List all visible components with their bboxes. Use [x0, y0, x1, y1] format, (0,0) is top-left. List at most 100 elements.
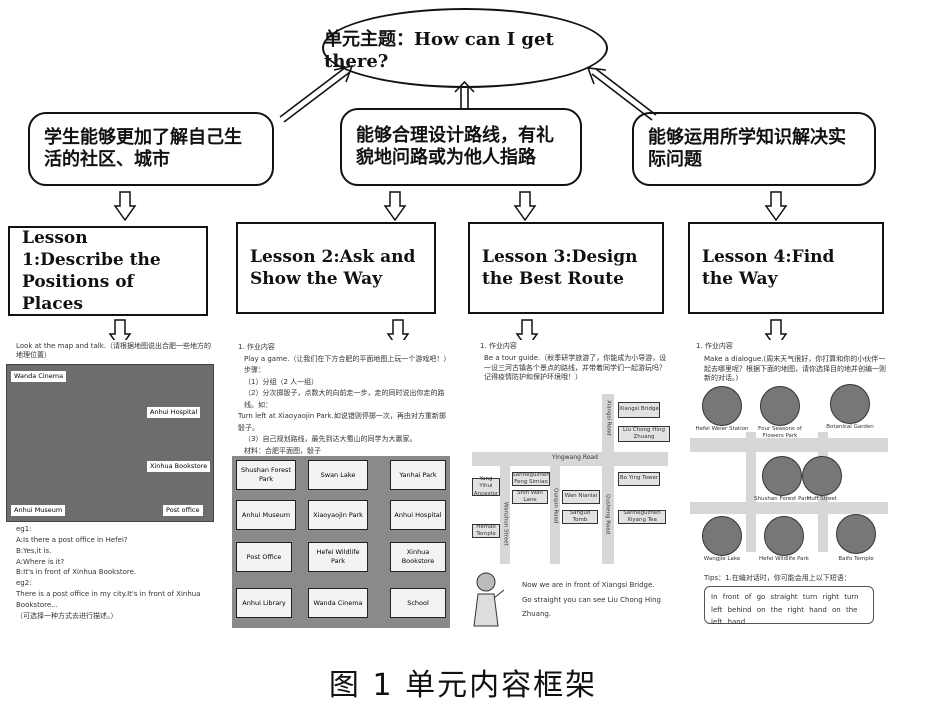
place-label: Wangjie Lake: [703, 556, 741, 562]
down-arrow-1: [113, 191, 137, 222]
board-cell: Post Office: [236, 542, 292, 572]
goal-text-1: 学生能够更加了解自己生活的社区、城市: [44, 126, 242, 171]
tip-phrase: behind: [727, 605, 752, 614]
connector-arrows: [108, 64, 788, 340]
road-name-wanshun: Wanshun Street: [502, 502, 509, 546]
panel4-instruction: Make a dialogue.(周末天气很好，你打算和你的小伙伴一起去哪里呢？…: [704, 355, 886, 383]
panel2-heading: 1. 作业内容: [238, 343, 275, 351]
game-board: Shushan Forest Park Swan Lake Yanhai Par…: [232, 456, 450, 628]
lesson-title-2: Lesson 2:Ask and Show the Way: [250, 246, 416, 289]
unit-theme-ellipse: 单元主题：How can I get there?: [322, 8, 608, 88]
lesson1-homework-panel: Look at the map and talk.（请根据地图说出合肥一些地方的…: [6, 342, 214, 630]
goal-text-2: 能够合理设计路线，有礼貌地问路或为他人指路: [356, 124, 554, 169]
down-arrow-5: [108, 319, 132, 340]
tip-phrase: on the left hand: [711, 605, 858, 627]
goal-box-1: 学生能够更加了解自己生活的社区、城市: [28, 112, 274, 186]
panel2-instructions: 1. 作业内容 Play a game.（让我们在下方合肥的平面地图上玩一个游戏…: [232, 342, 450, 457]
route-building: Sanheguzhen Xiyang Tea: [618, 510, 666, 524]
route-building: Liu Chong Hing Zhuang: [618, 426, 670, 442]
road-name-qunpin: Qunpin Road: [552, 488, 559, 524]
panel1-intro: Look at the map and talk.（请根据地图说出合肥一些地方的…: [16, 342, 212, 360]
panel1-line: A:Is there a post office in Hefei?: [16, 535, 128, 544]
down-arrow-2: [383, 191, 407, 222]
panel1-line: There is a post office in my city.It's i…: [16, 590, 201, 609]
route-building: Shin Wan Lane: [512, 490, 548, 504]
place-label: Baifo Temple: [838, 556, 874, 562]
panel1-line: A:Where is it?: [16, 557, 65, 566]
unit-theme: 单元主题：How can I get there?: [324, 28, 554, 72]
board-cell: Yanhai Park: [390, 460, 446, 490]
figure-caption: 图 1 单元内容框架: [328, 668, 598, 703]
route-building: Xiangsi Bridge: [618, 402, 660, 418]
board-cell: Hefei Wildlife Park: [308, 542, 368, 572]
board-cell: Wanda Cinema: [308, 588, 368, 618]
panel2-line: （3）自己规划路线，最先到达大蜀山的同学为大赢家。: [244, 435, 417, 444]
panel1-line: B:Yes,it is.: [16, 546, 52, 555]
panel2-line: （1）分组（2 人一组）: [244, 377, 319, 386]
lesson-box-3: Lesson 3:Design the Best Route: [468, 222, 664, 314]
photo-label-bookstore: Xinhua Bookstore: [147, 461, 211, 472]
panel3-heading: 1. 作业内容: [480, 342, 517, 350]
places-map: Hefei Weier Station Four Seasons of Flow…: [690, 382, 888, 570]
place-label: Botanical Garden: [826, 424, 874, 430]
route-map: Yingwang Road Xiangsi Road Wanshun Stree…: [472, 394, 670, 564]
board-cell: Xinhua Bookstore: [390, 542, 446, 572]
photo-label-post-office: Post office: [163, 505, 203, 516]
board-cell: Anhui Library: [236, 588, 292, 618]
tour-script: Now we are in front of Xiangsi Bridge. G…: [522, 578, 670, 630]
panel2-line: 材料：合肥平面图，骰子: [244, 446, 321, 455]
place-label: Huff Street: [807, 496, 837, 502]
tour-line: Now we are in front of Xiangsi Bridge.: [522, 581, 655, 589]
goal-box-2: 能够合理设计路线，有礼貌地问路或为他人指路: [340, 108, 582, 186]
panel2-line: 步骤：: [244, 366, 265, 375]
board-cell: Swan Lake: [308, 460, 368, 490]
city-aerial-photo: Wanda Cinema Anhui Hospital Xinhua Books…: [6, 364, 214, 522]
board-cell: Xiaoyaojin Park: [308, 500, 368, 530]
tour-guide-girl-icon: [473, 572, 505, 627]
panel4-heading: 1. 作业内容: [696, 342, 733, 350]
road-name-yingwang: Yingwang Road: [552, 454, 598, 461]
panel1-line: eg1:: [16, 525, 32, 533]
place-label: Shushan Forest Park: [754, 496, 810, 502]
tip-phrase: go straight: [756, 593, 798, 601]
goal-box-3: 能够运用所学知识解决实际问题: [632, 112, 876, 186]
panel1-line: （可选择一种方式去进行描述。）: [16, 611, 118, 620]
tips-box: In front of go straight turn right turn …: [704, 586, 874, 627]
goal1-to-theme-arrow: [279, 64, 354, 123]
tour-line: ......: [522, 625, 536, 630]
lesson-title-4: Lesson 4:Find the Way: [702, 246, 835, 289]
down-arrow-3: [513, 191, 537, 222]
board-cell: School: [390, 588, 446, 618]
board-cell: Anhui Museum: [236, 500, 296, 530]
board-cell: Anhui Hospital: [390, 500, 446, 530]
lesson-box-2: Lesson 2:Ask and Show the Way: [236, 222, 436, 314]
route-building: Sanguo Tomb: [562, 510, 598, 524]
place-label: Hefei Weier Station: [695, 426, 749, 432]
lesson-title-3: Lesson 3:Design the Best Route: [482, 246, 638, 289]
lesson-box-4: Lesson 4:Find the Way: [688, 222, 884, 314]
goal2-to-theme-arrow: [454, 80, 475, 108]
tour-line: Go straight you can see Liu Chong Hing Z…: [522, 595, 661, 619]
lesson2-homework-panel: 1. 作业内容 Play a game.（让我们在下方合肥的平面地图上玩一个游戏…: [232, 342, 450, 630]
route-building: Hemao Temple: [472, 524, 500, 538]
board-cell: Shushan Forest Park: [236, 460, 296, 490]
lesson-box-1: Lesson 1:Describe the Positions of Place…: [8, 226, 208, 316]
lesson-title-1: Lesson 1:Describe the Positions of Place…: [22, 227, 161, 315]
route-building: Bo Ying Tower: [618, 472, 660, 486]
photo-label-hospital: Anhui Hospital: [147, 407, 201, 418]
road-name-qusheng: Qusheng Road: [604, 494, 611, 535]
panel2-line: Play a game.（让我们在下方合肥的平面地图上玩一个游戏吧！）: [244, 354, 450, 363]
panel1-line: B:It's in front of Xinhua Bookstore.: [16, 568, 137, 577]
place-label: Hefei Wildlife Park: [759, 556, 809, 562]
panel2-line: Turn left at Xiaoyaojin Park.如说错则停掷一次，再由…: [238, 412, 446, 432]
down-arrow-6: [386, 319, 410, 340]
panel3-instruction: Be a tour guide.（秋季研学旅游了，你能成为小导游，设一设三河古镇…: [484, 354, 667, 382]
panel1-dialogue: eg1: A:Is there a post office in Hefei? …: [16, 524, 212, 622]
tip-phrase: turn right: [802, 593, 839, 601]
route-building: Yang Yihui Ancestor: [472, 475, 500, 497]
tip-phrase: turn left: [711, 593, 859, 614]
panel1-line: eg2:: [16, 579, 32, 588]
goal3-to-theme-arrow: [586, 67, 657, 121]
route-building: Wan Nianlai: [562, 490, 600, 504]
lesson3-homework-panel: 1. 作业内容 Be a tour guide.（秋季研学旅游了，你能成为小导游…: [466, 342, 670, 630]
